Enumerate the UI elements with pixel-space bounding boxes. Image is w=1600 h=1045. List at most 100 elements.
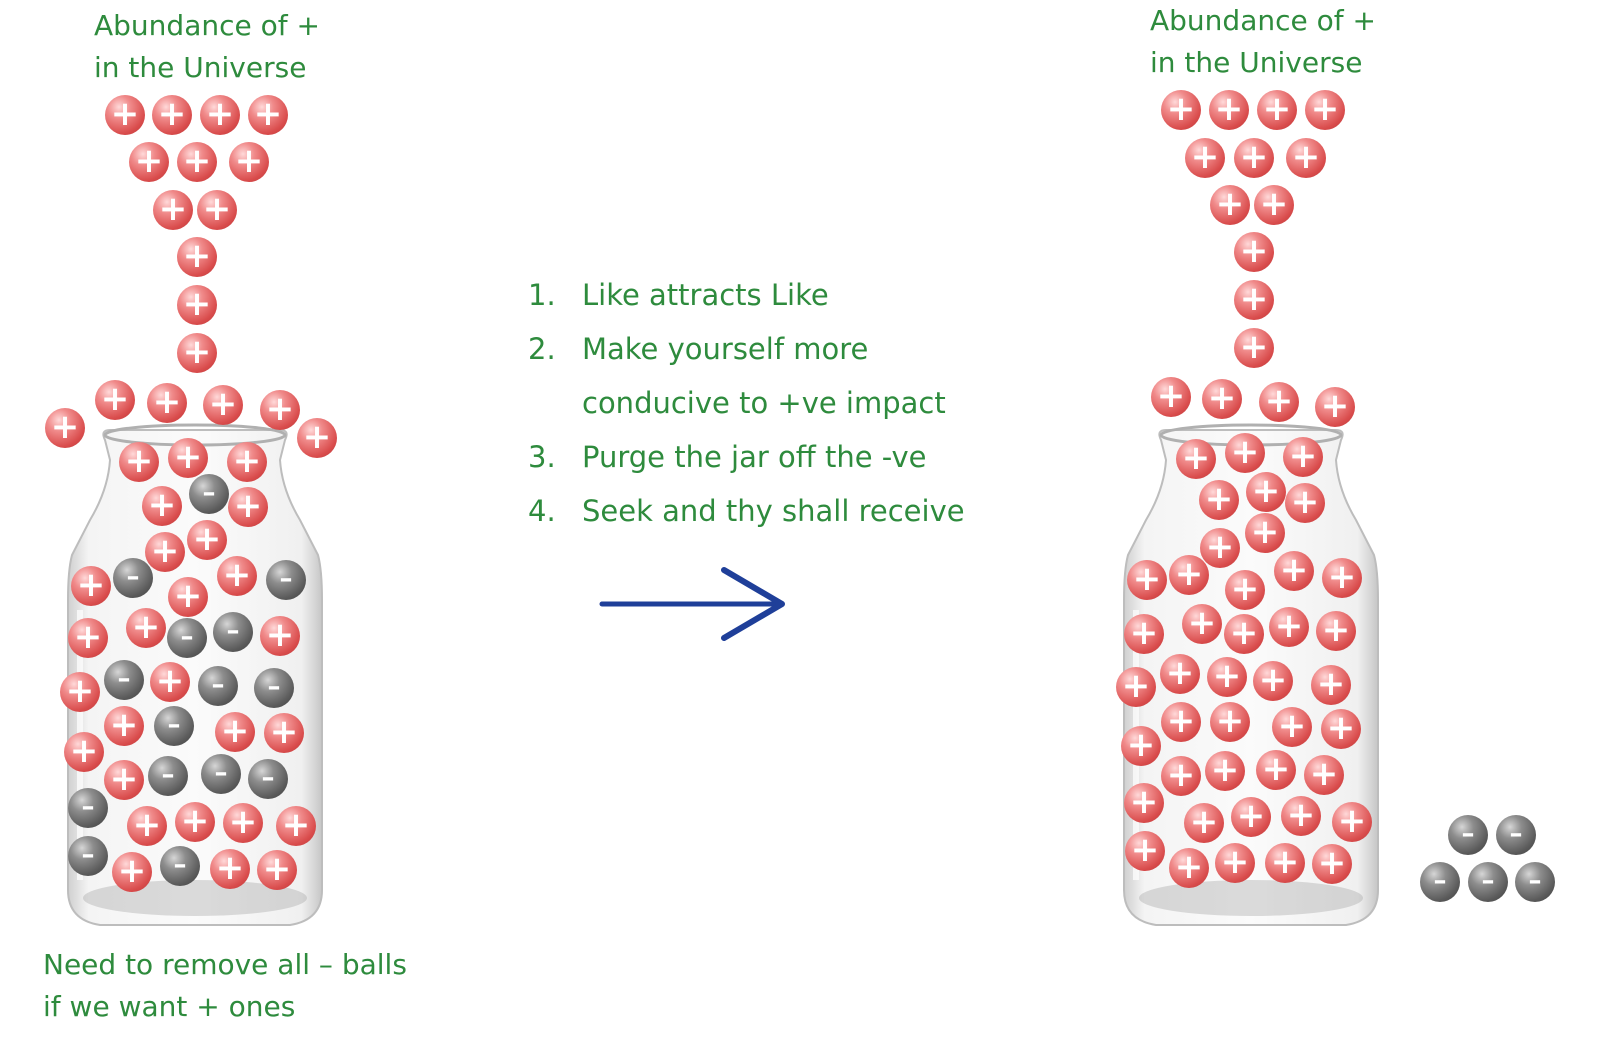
positive-ball-icon: + xyxy=(229,142,269,182)
plus-sign: + xyxy=(1190,805,1219,839)
positive-ball-icon: + xyxy=(1312,844,1352,884)
plus-sign: + xyxy=(1318,846,1347,880)
plus-sign: + xyxy=(1317,667,1346,701)
positive-ball-icon: + xyxy=(177,237,217,277)
positive-ball-icon: + xyxy=(1286,138,1326,178)
positive-ball-icon: + xyxy=(1161,756,1201,796)
negative-ball-icon: – xyxy=(68,788,108,828)
left-title-line-2: in the Universe xyxy=(94,47,320,89)
plus-sign: + xyxy=(1206,530,1235,564)
plus-sign: + xyxy=(1259,663,1288,697)
plus-sign: + xyxy=(158,97,187,131)
positive-ball-icon: + xyxy=(142,486,182,526)
plus-sign: + xyxy=(1291,485,1320,519)
minus-sign: – xyxy=(1482,868,1495,894)
plus-sign: + xyxy=(101,382,130,416)
negative-ball-icon: – xyxy=(68,836,108,876)
positive-ball-icon: + xyxy=(1225,570,1265,610)
positive-ball-icon: + xyxy=(126,608,166,648)
negative-ball-icon: – xyxy=(113,558,153,598)
plus-sign: + xyxy=(1205,482,1234,516)
positive-ball-icon: + xyxy=(1127,560,1167,600)
positive-ball-icon: + xyxy=(168,438,208,478)
positive-ball-icon: + xyxy=(1245,513,1285,553)
positive-ball-icon: + xyxy=(1209,90,1249,130)
plus-sign: + xyxy=(1175,557,1204,591)
minus-sign: – xyxy=(1462,821,1475,847)
plus-sign: + xyxy=(234,489,263,523)
positive-ball-icon: + xyxy=(1259,382,1299,422)
positive-ball-icon: + xyxy=(197,190,237,230)
caption-line-2: if we want + ones xyxy=(43,986,407,1028)
positive-ball-icon: + xyxy=(187,520,227,560)
plus-sign: + xyxy=(70,734,99,768)
negative-ball-icon: – xyxy=(201,754,241,794)
positive-ball-icon: + xyxy=(228,487,268,527)
positive-ball-icon: + xyxy=(105,95,145,135)
plus-sign: + xyxy=(303,420,332,454)
negative-ball-icon: – xyxy=(104,660,144,700)
positive-ball-icon: + xyxy=(1124,614,1164,654)
positive-ball-icon: + xyxy=(150,662,190,702)
plus-sign: + xyxy=(1252,474,1281,508)
plus-sign: + xyxy=(1231,572,1260,606)
positive-ball-icon: + xyxy=(1185,138,1225,178)
plus-sign: + xyxy=(77,568,106,602)
positive-ball-icon: + xyxy=(1321,709,1361,749)
plus-sign: + xyxy=(74,620,103,654)
plus-sign: + xyxy=(1133,562,1162,596)
positive-ball-icon: + xyxy=(175,802,215,842)
plus-sign: + xyxy=(1240,330,1269,364)
positive-ball-icon: + xyxy=(215,712,255,752)
plus-sign: + xyxy=(1311,92,1340,126)
positive-ball-icon: + xyxy=(257,850,297,890)
plus-sign: + xyxy=(183,335,212,369)
step-number: 3. xyxy=(528,430,556,484)
positive-ball-icon: + xyxy=(217,556,257,596)
plus-sign: + xyxy=(183,239,212,273)
plus-sign: + xyxy=(174,440,203,474)
plus-sign: + xyxy=(216,851,245,885)
plus-sign: + xyxy=(1215,92,1244,126)
positive-ball-icon: + xyxy=(210,849,250,889)
positive-ball-icon: + xyxy=(1254,185,1294,225)
step-number: 2. xyxy=(528,322,556,376)
plus-sign: + xyxy=(1175,850,1204,884)
plus-sign: + xyxy=(111,97,140,131)
plus-sign: + xyxy=(1166,656,1195,690)
positive-ball-icon: + xyxy=(1269,607,1309,647)
plus-sign: + xyxy=(1322,613,1351,647)
positive-ball-icon: + xyxy=(153,190,193,230)
plus-sign: + xyxy=(1278,709,1307,743)
caption-line-1: Need to remove all – balls xyxy=(43,944,407,986)
plus-sign: + xyxy=(1221,845,1250,879)
step-1: 1. Like attracts Like xyxy=(528,268,965,322)
step-number: 1. xyxy=(528,268,556,322)
minus-sign: – xyxy=(181,624,194,650)
negative-ball-icon: – xyxy=(189,474,229,514)
plus-sign: + xyxy=(135,144,164,178)
negative-ball-icon: – xyxy=(167,618,207,658)
plus-sign: + xyxy=(183,144,212,178)
positive-ball-icon: + xyxy=(60,672,100,712)
plus-sign: + xyxy=(1251,515,1280,549)
plus-sign: + xyxy=(1216,187,1245,221)
positive-ball-icon: + xyxy=(223,803,263,843)
plus-sign: + xyxy=(1265,384,1294,418)
positive-ball-icon: + xyxy=(1182,604,1222,644)
plus-sign: + xyxy=(148,488,177,522)
positive-ball-icon: + xyxy=(177,285,217,325)
minus-sign: – xyxy=(212,672,225,698)
plus-sign: + xyxy=(1289,439,1318,473)
minus-sign: – xyxy=(1510,821,1523,847)
plus-sign: + xyxy=(1216,704,1245,738)
positive-ball-icon: + xyxy=(1234,328,1274,368)
positive-ball-icon: + xyxy=(1176,439,1216,479)
positive-ball-icon: + xyxy=(1161,90,1201,130)
positive-ball-icon: + xyxy=(127,806,167,846)
plus-sign: + xyxy=(209,387,238,421)
plus-sign: + xyxy=(1182,441,1211,475)
plus-sign: + xyxy=(266,392,295,426)
positive-ball-icon: + xyxy=(45,408,85,448)
negative-ball-icon: – xyxy=(1515,862,1555,902)
